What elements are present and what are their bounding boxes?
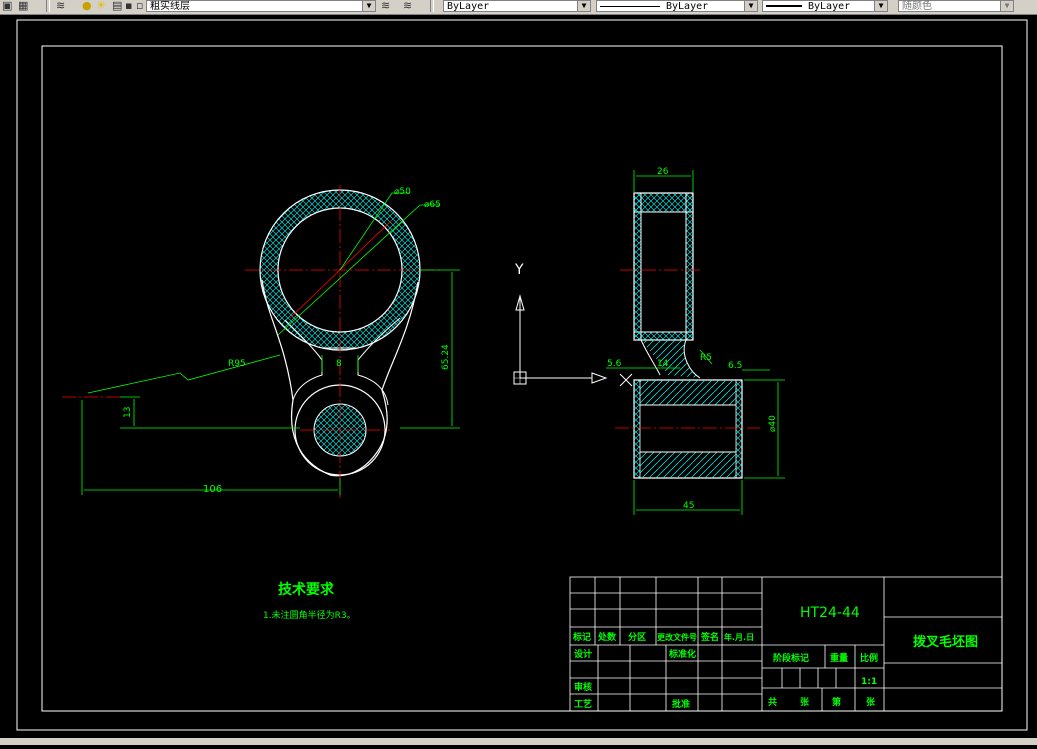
total-label: 共 [768, 696, 777, 708]
drawing-number: HT24-44 [800, 605, 860, 621]
ucs-icon: Y [513, 262, 633, 387]
layer-icon[interactable]: ▦ [18, 0, 29, 12]
d40-dimension [744, 379, 785, 479]
lock-icon[interactable]: ▤ [112, 0, 123, 12]
neck-dimensions [606, 349, 770, 371]
header-date: 年.月.日 [724, 632, 754, 642]
linetype-combo-value: ByLayer [666, 1, 709, 12]
sun-icon[interactable]: ☀ [96, 0, 106, 12]
toolbar-separator [46, 0, 50, 12]
notes-line: 1.未注圆角半径为R3。 [263, 609, 356, 621]
dim-d40: ⌀40 [768, 415, 778, 432]
layers-icon[interactable]: ≋ [56, 0, 66, 12]
w26-dimension [633, 170, 694, 192]
dim-d50: ⌀50 [394, 187, 411, 197]
layer-name: 粗实线层 [150, 1, 190, 12]
row-review: 审核 [574, 681, 592, 693]
lineweight-sample [766, 5, 802, 7]
lineweight-combo[interactable]: ByLayer ▼ [762, 0, 888, 12]
dim-d65: ⌀65 [424, 200, 441, 210]
row-approve: 批准 [672, 698, 690, 710]
stage-mark: 阶段标记 [773, 652, 809, 664]
chevron-down-icon[interactable]: ▼ [362, 1, 375, 11]
header-sign: 签名 [700, 631, 719, 643]
part-name: 拨叉毛坯图 [913, 634, 978, 650]
row-process: 工艺 [574, 698, 592, 710]
sheets-label-1: 张 [800, 696, 810, 708]
color-combo[interactable]: ByLayer ▼ [443, 0, 591, 12]
dim-l45: 45 [683, 501, 694, 511]
scale-value: 1:1 [861, 677, 877, 687]
header-docno: 更改文件号 [657, 632, 697, 642]
lineweight-combo-value: ByLayer [808, 1, 851, 12]
header-zone: 分区 [628, 631, 646, 643]
dim-h13: 13 [123, 407, 133, 418]
chevron-down-icon[interactable]: ▼ [1000, 1, 1013, 11]
front-centerlines [62, 185, 440, 498]
h6524-dimension [400, 269, 460, 429]
l45-dimension [633, 480, 743, 515]
dim-h6524: 65.24 [441, 344, 451, 370]
layer-combo[interactable]: 粗实线层 ▼ [146, 0, 376, 12]
ucs-x-label [619, 373, 633, 387]
dim-c65: 6.5 [728, 361, 742, 371]
horizontal-scrollbar[interactable] [0, 738, 1037, 745]
linetype-sample [600, 5, 660, 7]
chevron-down-icon[interactable]: ▼ [577, 1, 590, 11]
front-view: ⌀50 ⌀65 R95 8 13 65.24 106 [62, 185, 460, 498]
side-view: 26 5.6 14 R5 6.5 ⌀40 45 [606, 167, 785, 515]
header-count: 处数 [597, 631, 617, 643]
diameter-leaders [277, 192, 440, 336]
h13-dimension [120, 396, 300, 429]
dim-w8: 8 [336, 359, 342, 369]
title-block [569, 576, 1003, 712]
layer-previous-icon[interactable]: ≋ [381, 0, 391, 12]
title-block-text: HT24-44 拨叉毛坯图 1:1 标记 处数 分区 更改文件号 签名 年.月.… [572, 605, 978, 710]
ucs-y-label: Y [514, 262, 524, 278]
layer-manager-icon[interactable]: ▣ [2, 0, 13, 12]
notes-title: 技术要求 [278, 581, 335, 598]
dim-a56: 5.6 [607, 359, 622, 369]
sheet-outer-border [16, 19, 1028, 731]
drawing-canvas[interactable]: ⌀50 ⌀65 R95 8 13 65.24 106 Y [0, 15, 1037, 745]
layer-properties-icon[interactable]: ≋ [403, 0, 413, 12]
color-swatch-icon[interactable]: ▪ [125, 0, 133, 12]
lightbulb-icon[interactable]: ● [82, 0, 92, 12]
linetype-combo[interactable]: ByLayer ▼ [596, 0, 758, 12]
chevron-down-icon[interactable]: ▼ [874, 1, 887, 11]
layer-visibility-icon[interactable]: ▫ [136, 0, 144, 12]
r95-leader [87, 354, 281, 394]
toolbar-separator [430, 0, 434, 12]
plotstyle-combo[interactable]: 随颜色 ▼ [898, 0, 1014, 12]
weight-label: 重量 [830, 652, 848, 664]
ratio-label: 比例 [860, 652, 878, 664]
dim-r95: R95 [228, 359, 246, 369]
dim-l106: 106 [203, 484, 222, 495]
plotstyle-combo-value: 随颜色 [902, 1, 932, 12]
dim-b14: 14 [657, 359, 669, 369]
page-label: 第 [832, 696, 841, 708]
dim-w26: 26 [657, 167, 669, 177]
header-mark: 标记 [572, 631, 591, 643]
chevron-down-icon[interactable]: ▼ [744, 1, 757, 11]
sheet-inner-border [41, 45, 1003, 712]
properties-toolbar: ▣ ▦ ≋ ● ☀ ▤ ▪ ▫ 粗实线层 ▼ ≋ ≋ ByLayer ▼ ByL… [0, 0, 1037, 15]
w8-extension [321, 355, 359, 372]
dim-r5: R5 [700, 353, 712, 363]
sheets-label-2: 张 [866, 696, 876, 708]
l106-dimension [81, 400, 341, 495]
row-std: 标准化 [668, 648, 696, 660]
row-design: 设计 [574, 648, 592, 660]
color-combo-value: ByLayer [447, 1, 490, 12]
